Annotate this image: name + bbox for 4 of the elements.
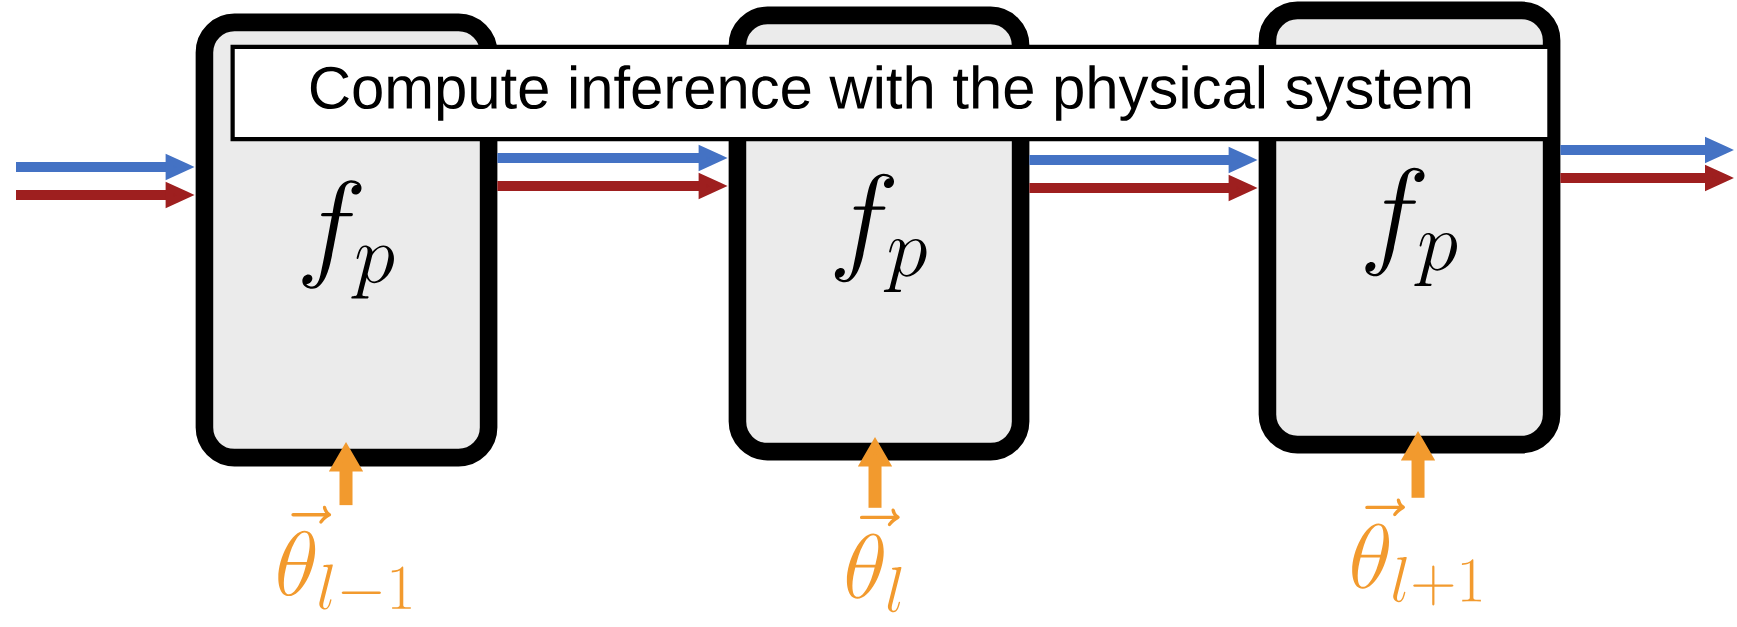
parameter-label: $\vec{\theta}_{l}$ — [846, 508, 902, 613]
banner-box: Compute inference with the physical system — [230, 44, 1552, 142]
parameter-label: $\vec{\theta}_{l-1}$ — [278, 505, 411, 610]
parameter-label: $\vec{\theta}_{l+1}$ — [1352, 498, 1481, 606]
